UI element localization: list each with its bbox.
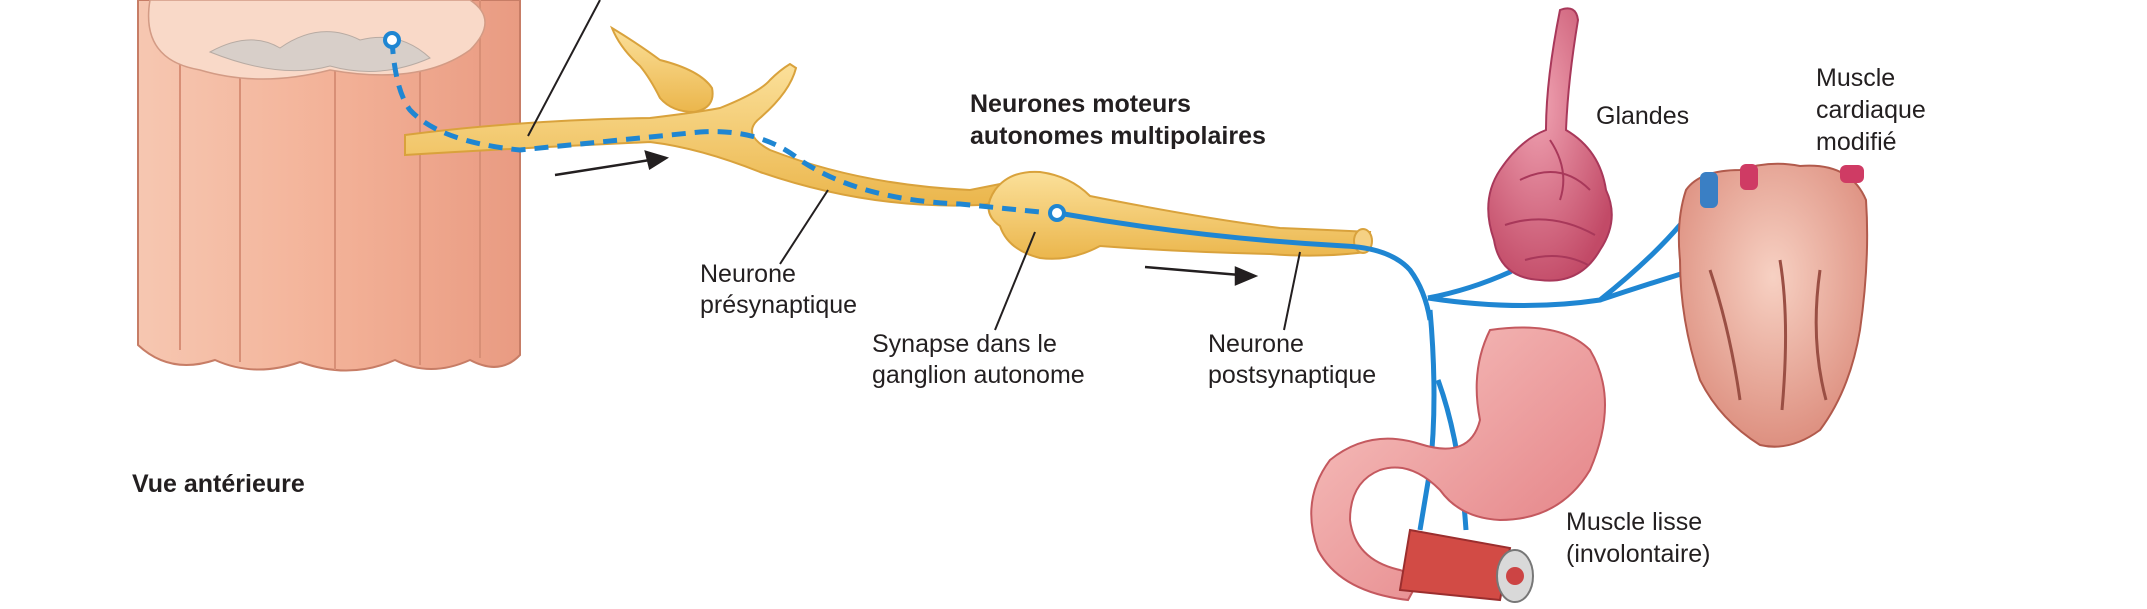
presynaptic-label-line2: présynaptique (700, 291, 857, 319)
cardiac-label-line3: modifié (1816, 128, 1897, 156)
postsynaptic-label-line1: Neurone (1208, 330, 1304, 358)
spinal-cord (137, 0, 521, 372)
synapse-dot (1048, 204, 1066, 222)
synapse-label-line1: Synapse dans le (872, 330, 1057, 358)
smooth-muscle-label-line2: (involontaire) (1566, 540, 1711, 568)
leader-lines (527, 0, 1301, 331)
presynaptic-axon-path (389, 39, 1041, 215)
cardiac-label-line2: cardiaque (1816, 96, 1926, 124)
smooth-muscle-label-line1: Muscle lisse (1566, 508, 1702, 536)
direction-arrows (554, 150, 1259, 286)
synapse-label-line2: ganglion autonome (872, 361, 1085, 389)
postsynaptic-label-line2: postsynaptique (1208, 361, 1376, 389)
smooth-muscle-organ (1310, 326, 1606, 603)
presynaptic-label-line1: Neurone (700, 260, 796, 288)
postsynaptic-neuron (987, 170, 1373, 260)
glands-label: Glandes (1596, 102, 1689, 130)
postsynaptic-axon-branches (1063, 211, 1761, 531)
cardiac-label-line1: Muscle (1816, 64, 1895, 92)
presynaptic-soma-dot (383, 31, 401, 49)
view-label: Vue antérieure (132, 470, 305, 498)
glands-organ (1487, 7, 1613, 282)
heart-organ (1677, 162, 1869, 448)
diagram-title-line1: Neurones moteurs (970, 90, 1191, 118)
diagram-title-line2: autonomes multipolaires (970, 122, 1266, 150)
presynaptic-neuron (404, 25, 1052, 207)
